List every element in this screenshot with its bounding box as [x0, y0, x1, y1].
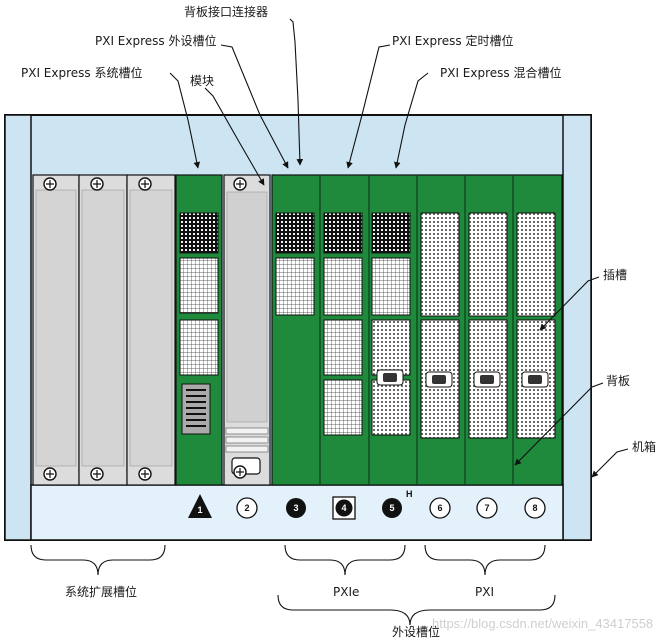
label-system-slot: PXI Express 系统槽位: [21, 65, 142, 80]
module: [223, 174, 271, 486]
svg-text:8: 8: [532, 503, 537, 513]
slot-badge-6: 6: [429, 497, 451, 519]
label-peripheral-slot: PXI Express 外设槽位: [95, 33, 216, 48]
screw-icon: [43, 177, 57, 191]
label-system-expansion-slots: 系统扩展槽位: [65, 584, 137, 599]
expansion-module-1: [32, 174, 80, 486]
slot-badge-7: 7: [476, 497, 498, 519]
svg-text:1: 1: [197, 505, 202, 515]
slot-badges: 1 2 3 4 5 H 6 7 8: [188, 489, 546, 520]
slot-badge-4: 4: [332, 496, 356, 520]
screw-icon: [138, 177, 152, 191]
screw-icon: [90, 467, 104, 481]
label-pxi: PXI: [475, 585, 494, 599]
slot-badge-5: 5 H: [382, 489, 413, 518]
svg-text:7: 7: [484, 503, 489, 513]
screw-icon: [233, 465, 247, 479]
label-timing-slot: PXI Express 定时槽位: [392, 33, 513, 48]
pxi-slot-connectors: [420, 212, 556, 439]
expansion-module-3: [126, 174, 176, 486]
label-chassis: 机箱: [632, 439, 656, 454]
label-hybrid-slot: PXI Express 混合槽位: [440, 65, 561, 80]
label-peripheral-slots: 外设槽位: [392, 624, 440, 639]
slot-badge-2: 2: [236, 497, 258, 519]
svg-text:4: 4: [341, 503, 346, 513]
svg-text:6: 6: [437, 503, 442, 513]
braces: [30, 544, 556, 626]
svg-text:2: 2: [244, 503, 249, 513]
screw-icon: [138, 467, 152, 481]
label-pxie: PXIe: [333, 585, 359, 599]
screw-icon: [90, 177, 104, 191]
label-slot: 插槽: [603, 268, 627, 282]
watermark: https://blog.csdn.net/weixin_43417558: [432, 616, 653, 631]
svg-text:5: 5: [389, 503, 394, 513]
label-backplane: 背板: [606, 374, 630, 388]
svg-text:3: 3: [293, 503, 298, 513]
expansion-module-2: [78, 174, 128, 486]
screw-icon: [233, 177, 247, 191]
label-backplane-connector: 背板接口连接器: [184, 4, 268, 19]
timing-marker: H: [406, 489, 413, 499]
screw-icon: [43, 467, 57, 481]
slot-badge-3: 3: [286, 498, 306, 518]
leader-lines: [169, 18, 629, 478]
system-expansion-modules: [32, 174, 176, 486]
system-slot-connectors: [179, 212, 219, 435]
label-module: 模块: [190, 74, 214, 88]
pxie-slot-connectors: [275, 212, 411, 436]
slot-badge-1: 1: [188, 494, 212, 518]
slot-badge-8: 8: [524, 497, 546, 519]
